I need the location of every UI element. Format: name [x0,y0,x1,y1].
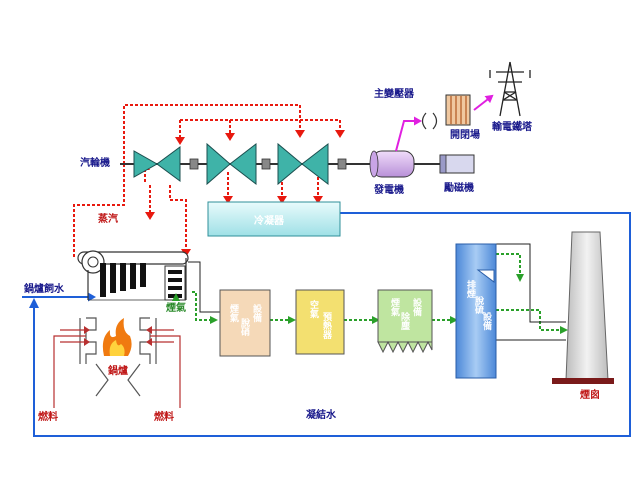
condensate-label: 凝結水 [306,408,337,421]
transmission-tower-icon [489,61,531,117]
flue-gas-arrows [172,274,568,334]
denox-label-2: 脫硝 [239,317,250,337]
turbine-label: 汽輪機 [80,156,110,169]
condenser [207,201,341,237]
transformer-icon [421,112,438,130]
switchyard-icon [445,94,471,126]
fuel-right-label: 燃料 [154,410,174,423]
esp-label-3: 設備 [411,297,422,317]
fuel-arrows [84,326,152,346]
esp-label-1: 煙氣 [389,297,400,317]
fgd-label-3: 設備 [481,311,492,331]
flame-icon [102,318,132,356]
flue-gas-path [192,253,562,331]
esp-label-2: 除塵 [399,311,410,331]
fuel-lines [53,329,181,408]
turbine-lp [277,142,329,186]
denox-unit [219,289,271,357]
fgd-label-1: 排煙 [465,279,476,299]
power-lines [395,94,494,152]
exciter-label: 勵磁機 [443,181,474,194]
preheater-label-2: 預熱器 [321,312,333,340]
exciter [439,154,475,174]
steam-arrows [140,130,345,257]
air-preheater [295,289,345,355]
chimney-label: 煙囪 [580,388,600,401]
steam-label: 蒸汽 [98,212,118,225]
condensate-arrow-icon [29,298,39,308]
steam-lines [73,104,341,258]
turbine-ip [206,142,257,186]
fuel-left-label: 燃料 [38,410,58,423]
flue-gas-label: 煙氣 [166,301,186,314]
fgd-label-2: 脫硫 [473,295,484,315]
denox-label-1: 煙氣 [228,303,239,323]
preheater-label-1: 空氣 [308,299,319,319]
boiler [77,250,189,301]
switchyard-label: 開閉場 [450,128,480,141]
main-transformer-label: 主變壓器 [374,87,415,100]
ducts [188,243,566,341]
condenser-label: 冷凝器 [254,214,285,227]
feedwater-label: 鍋爐飼水 [24,282,65,295]
denox-label-3: 設備 [251,303,262,323]
turbine-hp [133,146,181,182]
electrostatic-precipitator [377,289,433,354]
transmission-tower-label: 輸電鐵塔 [492,120,533,133]
boiler-label: 鍋爐 [108,364,128,377]
generator-label: 發電機 [373,183,404,196]
feedwater-loop [22,212,631,437]
generator [369,150,415,178]
fgd-unit [455,243,497,379]
chimney [552,231,614,384]
